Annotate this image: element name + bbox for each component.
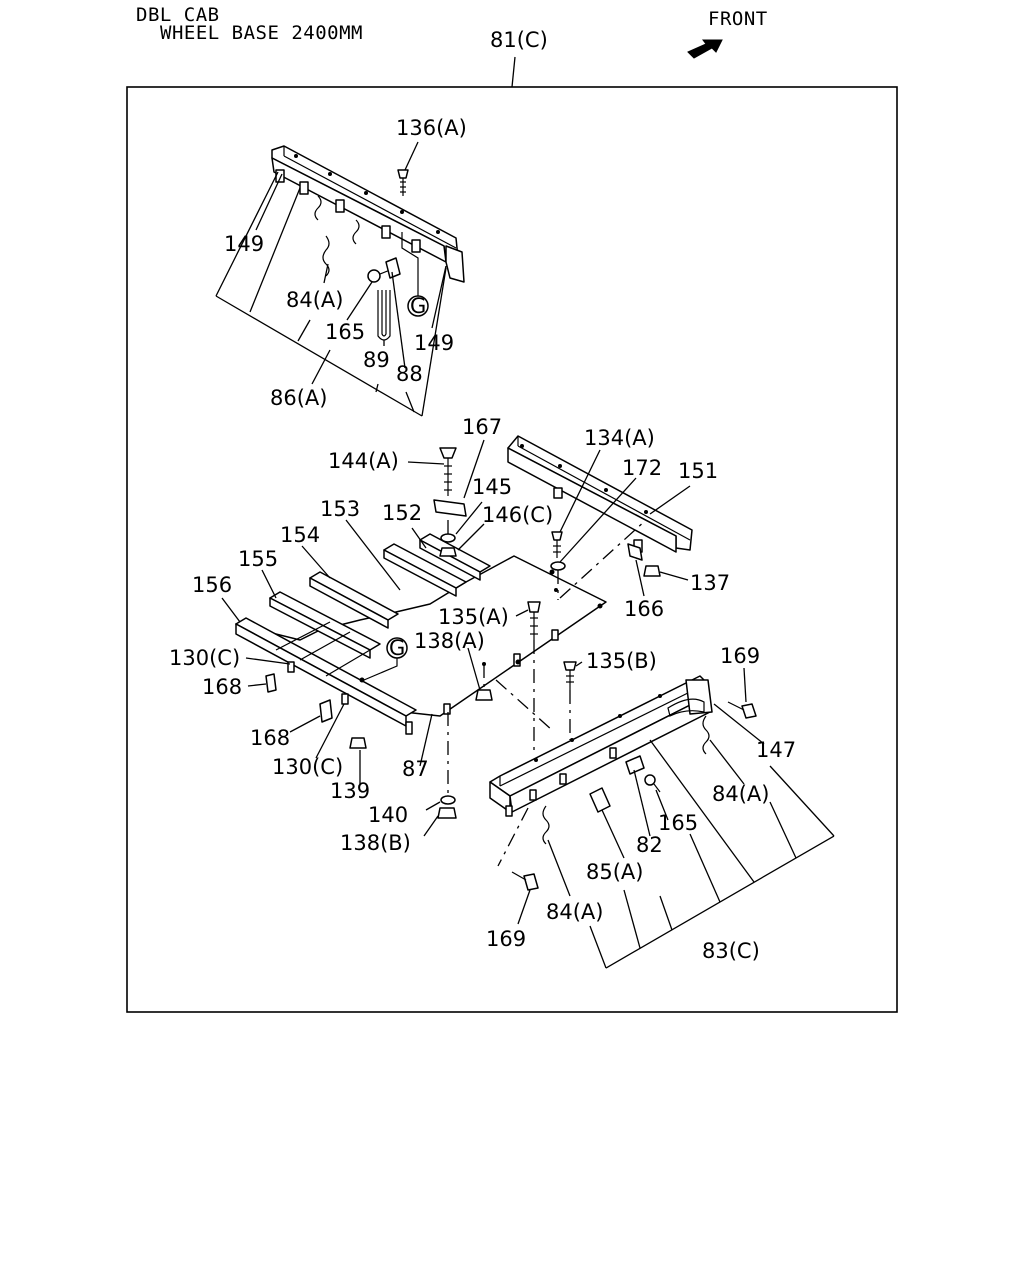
callout-86a: 86(A) xyxy=(270,386,327,410)
callout-84a-bottom: 84(A) xyxy=(546,900,603,924)
bottom-leaders xyxy=(517,667,835,969)
assembly-label: 81(C) xyxy=(490,28,548,52)
callout-169-bottom: 169 xyxy=(486,927,526,951)
callout-169-top: 169 xyxy=(720,644,760,668)
callout-82: 82 xyxy=(636,833,663,857)
callout-85a: 85(A) xyxy=(586,860,643,884)
callout-139: 139 xyxy=(330,779,370,803)
middle-leaders xyxy=(221,439,691,837)
header-line-2: WHEEL BASE 2400MM xyxy=(160,22,363,44)
callout-84a-top: 84(A) xyxy=(286,288,343,312)
callout-134a: 134(A) xyxy=(584,426,655,450)
callout-144a: 144(A) xyxy=(328,449,399,473)
callout-89: 89 xyxy=(363,348,390,372)
ref-g-mid: G xyxy=(389,636,405,660)
rail-151 xyxy=(507,435,693,553)
header-line-1: DBL CAB xyxy=(136,4,220,26)
callout-83c: 83(C) xyxy=(702,939,760,963)
callout-87: 87 xyxy=(402,757,429,781)
callout-154: 154 xyxy=(280,523,320,547)
callout-166: 166 xyxy=(624,597,664,621)
callout-84a-right: 84(A) xyxy=(712,782,769,806)
callout-172: 172 xyxy=(622,456,662,480)
top-leaders xyxy=(215,141,447,417)
callout-135b: 135(B) xyxy=(586,649,657,673)
bottom-sill-assembly xyxy=(489,675,757,891)
top-sill-assembly xyxy=(271,145,465,341)
callout-168a: 168 xyxy=(202,675,242,699)
callout-88: 88 xyxy=(396,362,423,386)
callout-149b: 149 xyxy=(414,331,454,355)
callout-145: 145 xyxy=(472,475,512,499)
callout-165-right: 165 xyxy=(658,811,698,835)
floor-assembly xyxy=(235,533,607,735)
callout-146c: 146(C) xyxy=(482,503,553,527)
diagram-frame xyxy=(126,86,898,1013)
callout-152: 152 xyxy=(382,501,422,525)
callout-130c-a: 130(C) xyxy=(169,646,240,670)
callout-135a: 135(A) xyxy=(438,605,509,629)
callout-153: 153 xyxy=(320,497,360,521)
callout-140: 140 xyxy=(368,803,408,827)
callout-147: 147 xyxy=(756,738,796,762)
ref-g-top: G xyxy=(410,294,426,318)
callout-149a: 149 xyxy=(224,232,264,256)
assembly-leader xyxy=(511,56,516,88)
callout-138b: 138(B) xyxy=(340,831,411,855)
callout-156: 156 xyxy=(192,573,232,597)
callout-151: 151 xyxy=(678,459,718,483)
callout-137: 137 xyxy=(690,571,730,595)
callout-138a: 138(A) xyxy=(414,629,485,653)
callout-130c-b: 130(C) xyxy=(272,755,343,779)
callout-136a: 136(A) xyxy=(396,116,467,140)
front-arrow-icon xyxy=(687,39,723,59)
floor-hardware xyxy=(349,447,661,819)
front-label: FRONT xyxy=(708,8,768,30)
callout-165-top: 165 xyxy=(325,320,365,344)
callout-155: 155 xyxy=(238,547,278,571)
callout-168b: 168 xyxy=(250,726,290,750)
callout-167: 167 xyxy=(462,415,502,439)
